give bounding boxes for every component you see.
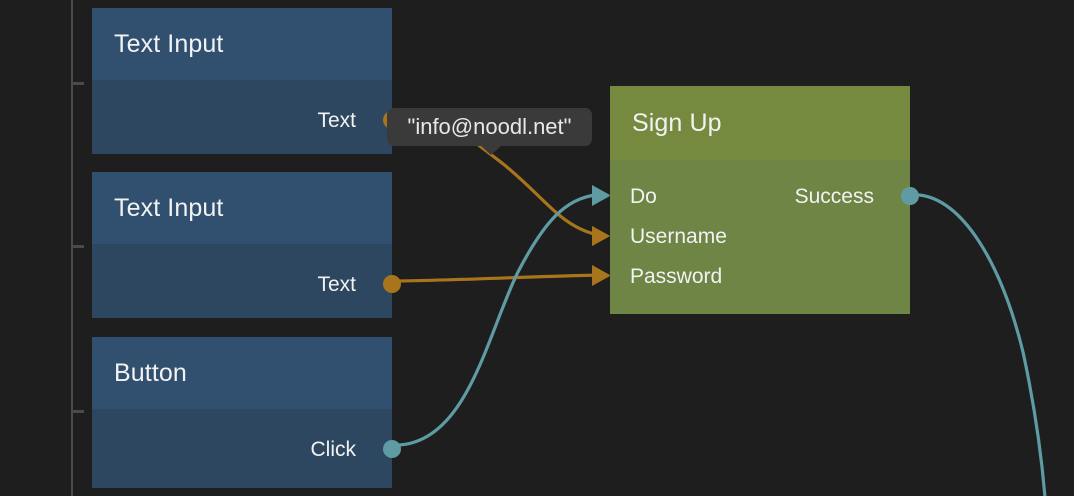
port-label: Do <box>630 184 657 208</box>
node-sign-up[interactable]: Sign Up Do Username Password Success <box>592 86 919 314</box>
node-body[interactable]: Do Username Password Success <box>592 160 919 314</box>
port-knob-teal[interactable] <box>383 440 401 458</box>
tooltip-pointer-icon <box>480 145 502 155</box>
wire-success-out <box>917 193 1047 496</box>
node-header[interactable]: Text Input <box>92 8 392 80</box>
port-knob-teal[interactable] <box>901 187 919 205</box>
node-body[interactable]: Click <box>92 409 401 488</box>
node-title: Text Input <box>114 193 224 222</box>
output-port-text[interactable]: Text <box>317 108 401 132</box>
node-header[interactable]: Text Input <box>92 172 392 244</box>
tooltip-value: "info@noodl.net" <box>407 114 572 139</box>
port-label: Success <box>794 184 874 208</box>
node-title: Text Input <box>114 29 224 58</box>
port-knob-orange[interactable] <box>383 275 401 293</box>
node-body[interactable]: Text <box>92 80 401 154</box>
hierarchy-rail-tick <box>72 410 84 413</box>
output-port-text[interactable]: Text <box>317 272 401 296</box>
port-arrow-orange[interactable] <box>592 266 610 286</box>
node-text-input-2[interactable]: Text Input Text <box>92 172 401 318</box>
hierarchy-rail-tick <box>72 82 84 85</box>
node-header[interactable]: Button <box>92 337 392 409</box>
output-port-click[interactable]: Click <box>310 437 401 461</box>
port-arrow-teal[interactable] <box>592 186 610 206</box>
node-button[interactable]: Button Click <box>92 337 401 488</box>
input-port-password[interactable]: Password <box>592 264 723 288</box>
hierarchy-rail-tick <box>72 245 84 248</box>
port-label: Username <box>630 224 727 248</box>
node-header[interactable]: Sign Up <box>610 86 910 160</box>
port-label: Text <box>317 272 356 296</box>
port-label: Click <box>310 437 357 461</box>
wire-text2-to-password <box>397 273 606 283</box>
port-arrow-orange[interactable] <box>592 226 610 246</box>
port-label: Text <box>317 108 356 132</box>
input-port-username[interactable]: Username <box>592 224 727 248</box>
port-label: Password <box>630 264 723 288</box>
node-body[interactable]: Text <box>92 244 401 318</box>
output-port-success[interactable]: Success <box>794 184 919 208</box>
hierarchy-rail-line <box>71 0 73 496</box>
node-text-input-1[interactable]: Text Input Text <box>92 8 401 154</box>
value-tooltip: "info@noodl.net" <box>387 108 592 155</box>
node-title: Sign Up <box>632 108 722 137</box>
input-port-do[interactable]: Do <box>592 184 657 208</box>
wire-click-to-do <box>397 192 606 447</box>
node-title: Button <box>114 358 187 387</box>
